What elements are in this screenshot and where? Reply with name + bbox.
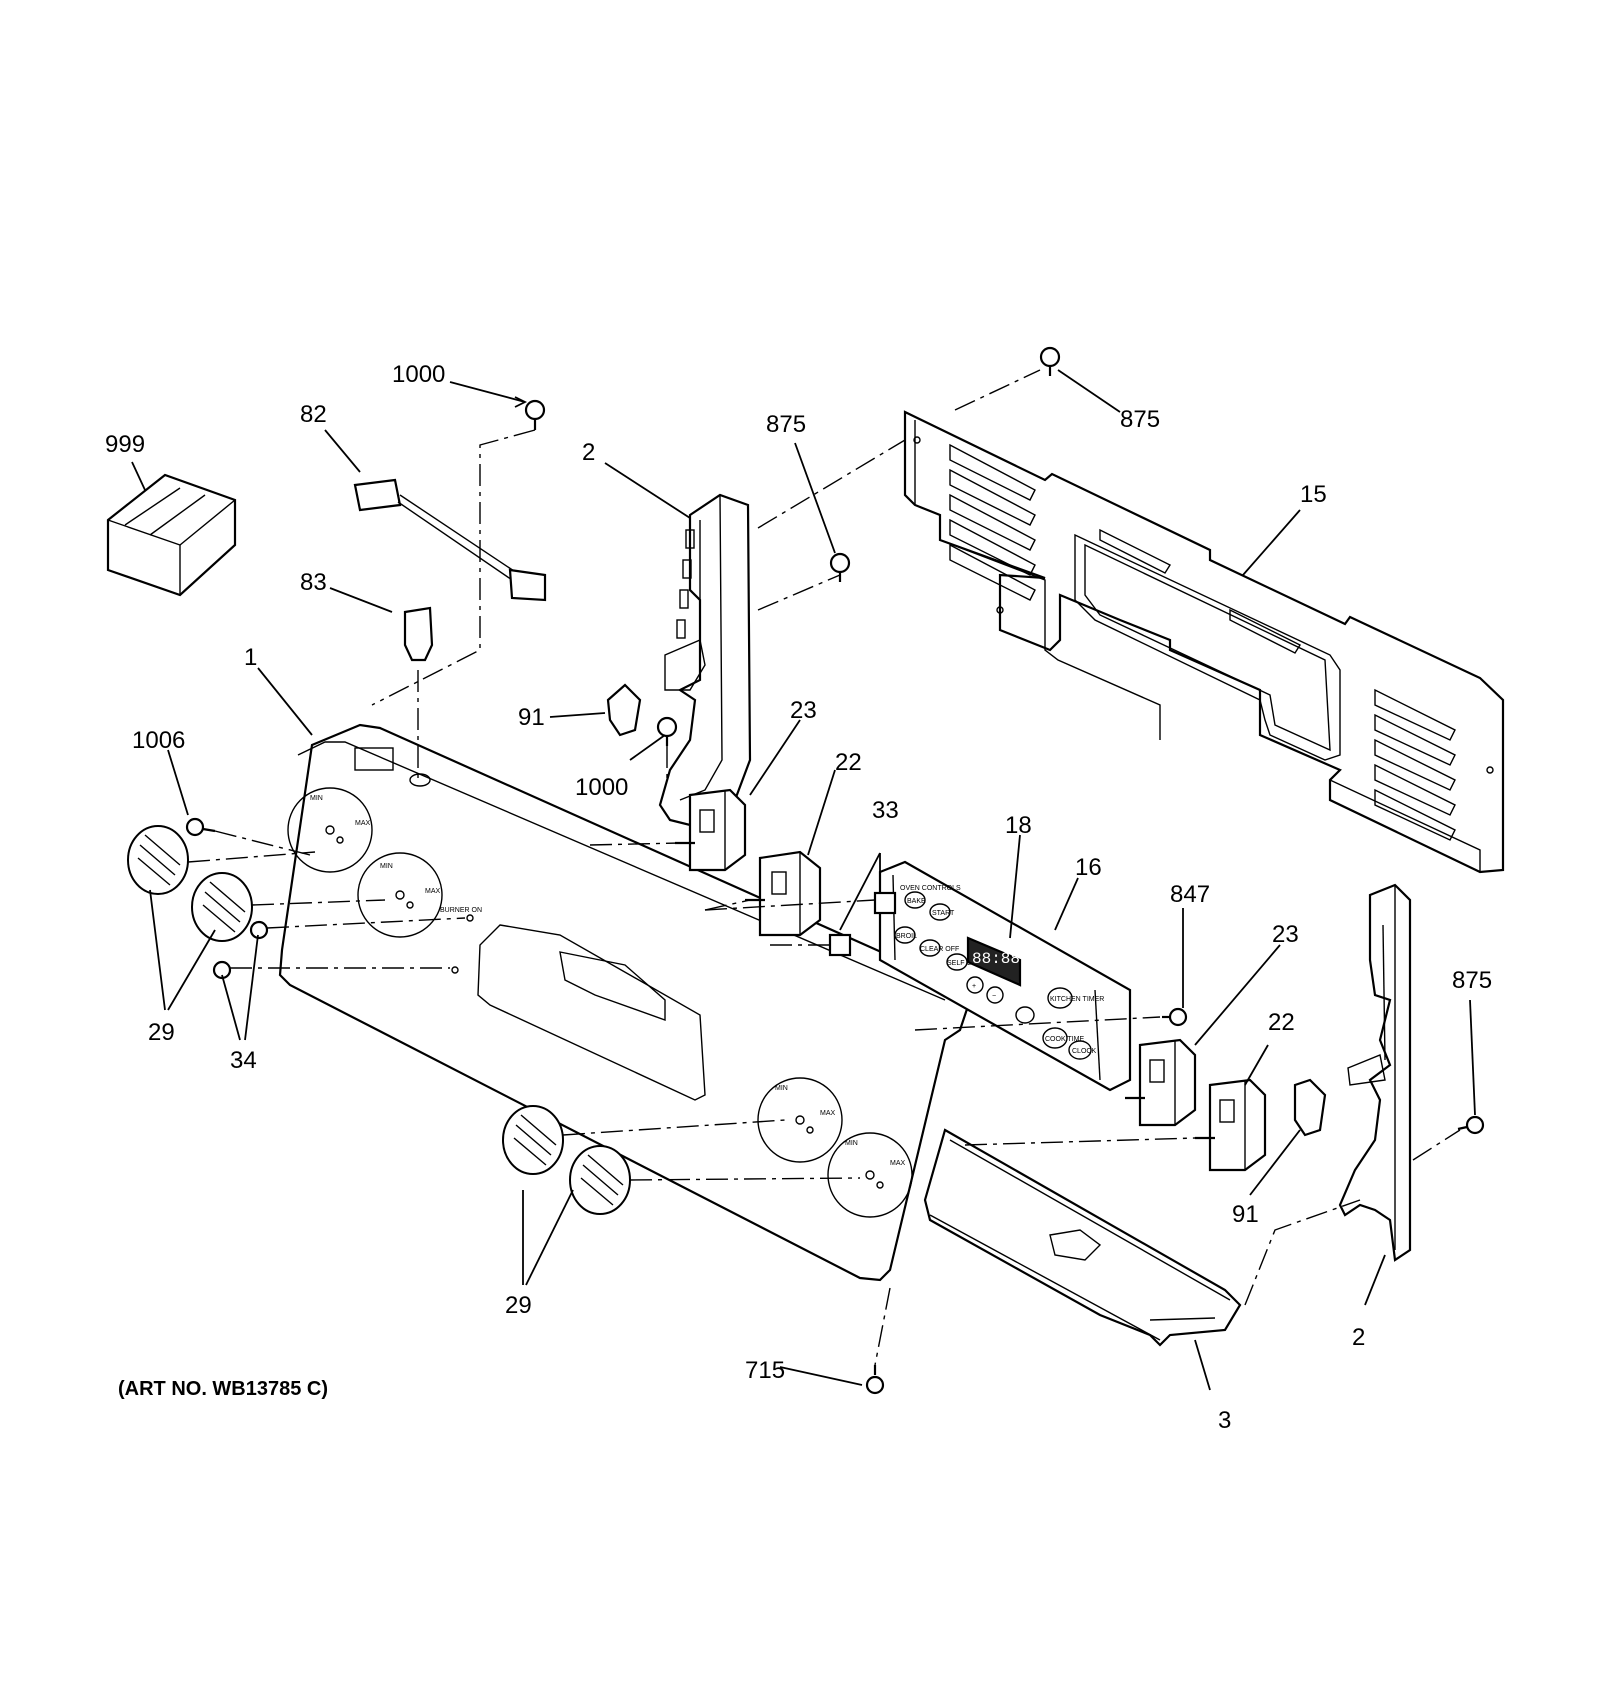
leader-lines [131, 369, 1476, 1391]
plus-key: + [972, 983, 976, 990]
start-key: START [932, 910, 955, 917]
label-875-left: 875 [766, 411, 806, 438]
wire-harness [353, 478, 547, 602]
display-readout: 88:88 [972, 950, 1020, 968]
dial-min-label-4: MIN [845, 1140, 858, 1147]
oven-controls-label: OVEN CONTROLS [900, 885, 961, 892]
clear-off-key: CLEAR OFF [920, 946, 959, 953]
screw-icon [185, 817, 216, 837]
lower-trim [923, 1128, 1242, 1347]
knob-icon [191, 872, 253, 942]
clip [1293, 1078, 1327, 1137]
cook-time-key: COOK TIME [1045, 1036, 1084, 1043]
dial-min-label-1: MIN [310, 795, 323, 802]
label-34: 34 [230, 1047, 257, 1074]
switch-cap [873, 891, 897, 915]
label-715: 715 [745, 1357, 785, 1384]
label-82: 82 [300, 401, 327, 428]
control-panel: MIN MAX MIN MAX BURNER ON MIN MAX MIN MA… [278, 723, 972, 1282]
screw-icon [1162, 1007, 1188, 1027]
kitchen-timer-key: KITCHEN TIMER [1050, 996, 1104, 1003]
screw-icon [656, 716, 678, 746]
broil-key: BROIL [896, 933, 917, 940]
label-999: 999 [105, 431, 145, 458]
bake-key: BAKE [907, 898, 926, 905]
label-83: 83 [300, 569, 327, 596]
label-18: 18 [1005, 812, 1032, 839]
knob-icon [569, 1145, 631, 1215]
switch-icon [1125, 1038, 1197, 1127]
label-875-right: 875 [1452, 967, 1492, 994]
screw-icon [1457, 1115, 1485, 1135]
label-16: 16 [1075, 854, 1102, 881]
back-panel [903, 410, 1505, 874]
art-number: (ART NO. WB13785 C) [118, 1378, 328, 1400]
label-29-bottom: 29 [505, 1292, 532, 1319]
screw-icon [865, 1365, 885, 1395]
label-2-left: 2 [582, 439, 595, 466]
label-875-top: 875 [1120, 406, 1160, 433]
label-22-left: 22 [835, 749, 862, 776]
label-91-right: 91 [1232, 1201, 1259, 1228]
dial-min-label-3: MIN [775, 1085, 788, 1092]
label-1000-lower: 1000 [575, 774, 628, 801]
dial-max-label-3: MAX [820, 1110, 836, 1117]
minus-key: − [992, 993, 996, 1000]
label-847: 847 [1170, 881, 1210, 908]
clock-key: CLOCK [1072, 1048, 1096, 1055]
dial-max-label-2: MAX [425, 888, 441, 895]
switch-icon [1195, 1078, 1267, 1172]
knob-icon [127, 825, 189, 895]
label-15: 15 [1300, 481, 1327, 508]
switch-icon [675, 788, 747, 872]
label-23-left: 23 [790, 697, 817, 724]
part-labels: 999 1000 82 83 1 1006 29 34 2 875 91 100… [105, 361, 1492, 1434]
side-bracket-left [658, 493, 752, 827]
label-91-left: 91 [518, 704, 545, 731]
screw-icon [249, 920, 269, 940]
label-33: 33 [872, 797, 899, 824]
self-clean-key: SELF CLEAN [947, 960, 990, 967]
knob-icon [502, 1105, 564, 1175]
side-bracket-right [1338, 883, 1412, 1262]
clip [606, 683, 642, 737]
assembly-lines [187, 369, 1461, 1366]
dial-max-label-4: MAX [890, 1160, 906, 1167]
connector [403, 606, 434, 662]
dial-min-label-2: MIN [380, 863, 393, 870]
label-1000-top: 1000 [392, 361, 445, 388]
label-23-right: 23 [1272, 921, 1299, 948]
switch-icon [745, 850, 822, 937]
box-icon [106, 473, 237, 597]
label-29-left: 29 [148, 1019, 175, 1046]
clock-control: OVEN CONTROLS BAKE START BROIL CLEAR OFF… [878, 860, 1132, 1092]
dial-max-label-1: MAX [355, 820, 371, 827]
label-1: 1 [244, 644, 257, 671]
screw-icon [1039, 346, 1061, 376]
label-2-right: 2 [1352, 1324, 1365, 1351]
label-3: 3 [1218, 1407, 1231, 1434]
label-22-right: 22 [1268, 1009, 1295, 1036]
label-1006: 1006 [132, 727, 185, 754]
switch-cap [828, 933, 852, 957]
screw-icon [829, 552, 851, 582]
screw-icon [524, 399, 546, 430]
burner-on-label: BURNER ON [440, 907, 482, 914]
